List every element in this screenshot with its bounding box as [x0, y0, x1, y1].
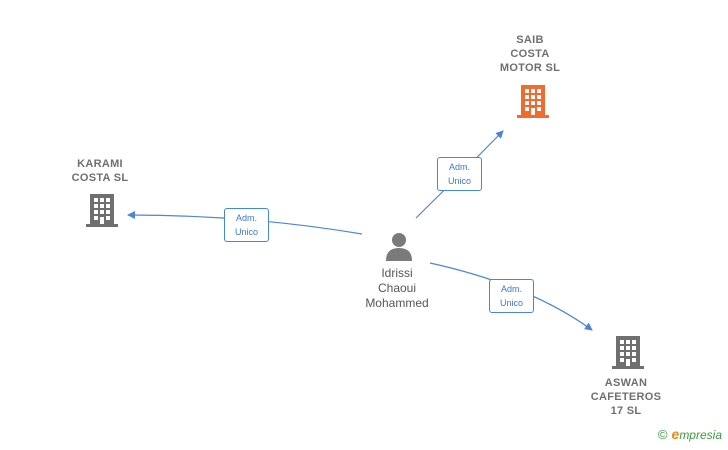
edge-label-saib: Adm. Unico [437, 157, 482, 191]
node-label-person: Idrissi Chaoui Mohammed [365, 266, 429, 310]
edge-label-aswan: Adm. Unico [489, 279, 534, 313]
person-icon [386, 233, 412, 261]
brand-footer: © empresia [658, 426, 722, 442]
building-icon [517, 85, 549, 118]
building-icon [612, 336, 644, 369]
brand-logo: empresia [671, 426, 722, 442]
node-label-aswan: ASWAN CAFETEROS 17 SL [590, 377, 662, 417]
node-label-karami: KARAMI COSTA SL [71, 158, 129, 184]
building-icon [86, 194, 118, 227]
node-label-saib: SAIB COSTA MOTOR SL [499, 34, 561, 74]
edge-label-karami: Adm. Unico [224, 208, 269, 242]
copyright-icon: © [657, 426, 668, 442]
